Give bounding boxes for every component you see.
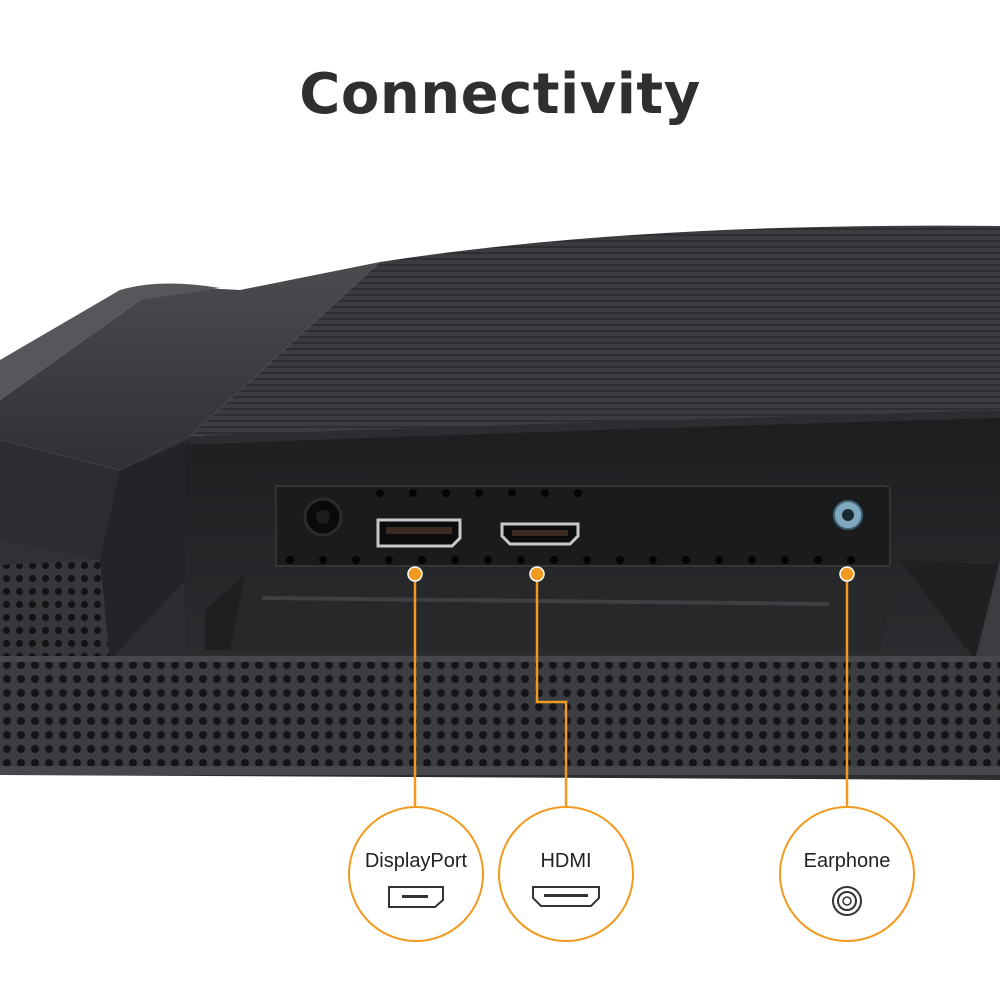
vent-left-side — [0, 560, 110, 665]
displayport-marker — [407, 566, 423, 582]
callout-displayport: DisplayPort — [348, 806, 484, 942]
page-title: Connectivity — [299, 62, 701, 127]
hdmi-leader-line — [535, 574, 568, 806]
callout-earphone: Earphone — [779, 806, 915, 942]
port-panel — [275, 485, 891, 567]
earphone-jack-icon — [830, 884, 864, 923]
hdmi-icon — [530, 884, 602, 915]
callout-leader-lines — [413, 574, 849, 806]
callout-hdmi: HDMI — [498, 806, 634, 942]
callout-earphone-label: Earphone — [803, 850, 891, 872]
callout-hdmi-label: HDMI — [540, 850, 592, 872]
displayport-icon — [386, 884, 446, 915]
rear-cover-top — [190, 225, 1000, 436]
callout-displayport-label: DisplayPort — [364, 850, 468, 872]
speaker-grille — [0, 662, 1000, 770]
earphone-marker — [839, 566, 855, 582]
hdmi-marker — [529, 566, 545, 582]
rear-cover-left — [0, 262, 380, 470]
